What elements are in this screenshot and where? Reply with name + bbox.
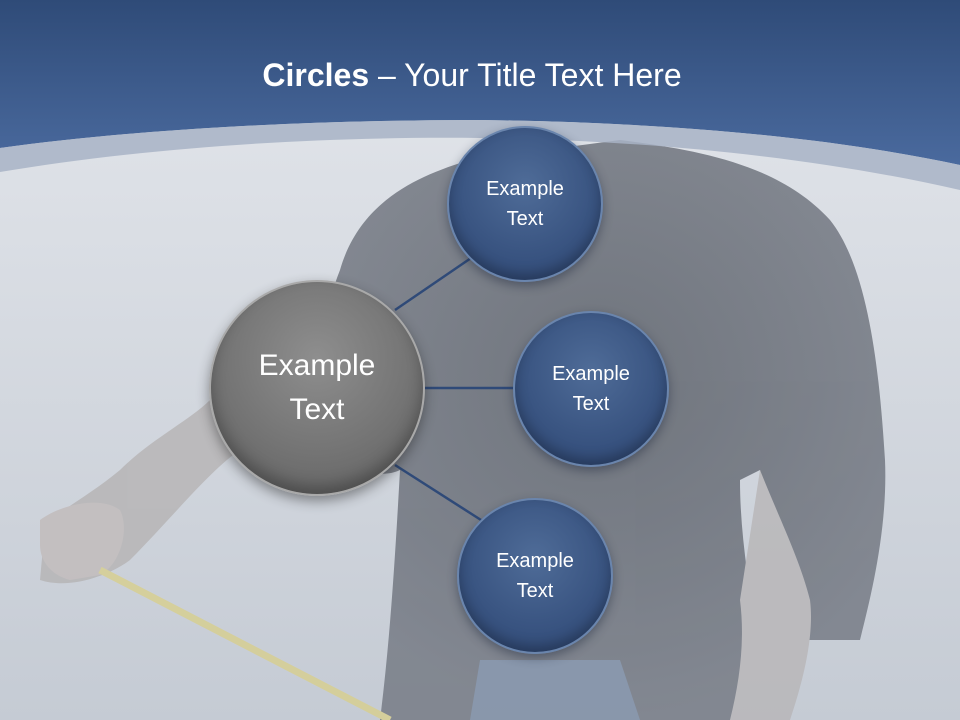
node-circle-middle[interactable]: Example Text [513, 311, 669, 467]
node-top-label: Example Text [464, 174, 586, 234]
center-circle[interactable]: Example Text [209, 280, 425, 496]
node-top-line1: Example [486, 178, 564, 200]
node-bottom-line1: Example [496, 550, 574, 572]
node-top-line2: Text [506, 208, 544, 230]
slide-title: Circles – Your Title Text Here [0, 54, 944, 96]
center-circle-line2: Text [289, 393, 345, 426]
node-middle-line2: Text [572, 393, 610, 415]
node-middle-line1: Example [552, 363, 630, 385]
slide-title-rest: – Your Title Text Here [369, 57, 682, 93]
node-bottom-label: Example Text [474, 546, 596, 606]
center-circle-line1: Example [258, 349, 376, 382]
node-middle-label: Example Text [530, 359, 652, 419]
connector-top [394, 254, 475, 312]
slide-title-bold: Circles [262, 57, 370, 93]
connector-bottom [394, 463, 482, 522]
node-bottom-line2: Text [516, 580, 554, 602]
connector-lines [394, 254, 515, 522]
center-circle-label: Example Text [232, 344, 402, 432]
node-circle-bottom[interactable]: Example Text [457, 498, 613, 654]
node-circle-top[interactable]: Example Text [447, 126, 603, 282]
